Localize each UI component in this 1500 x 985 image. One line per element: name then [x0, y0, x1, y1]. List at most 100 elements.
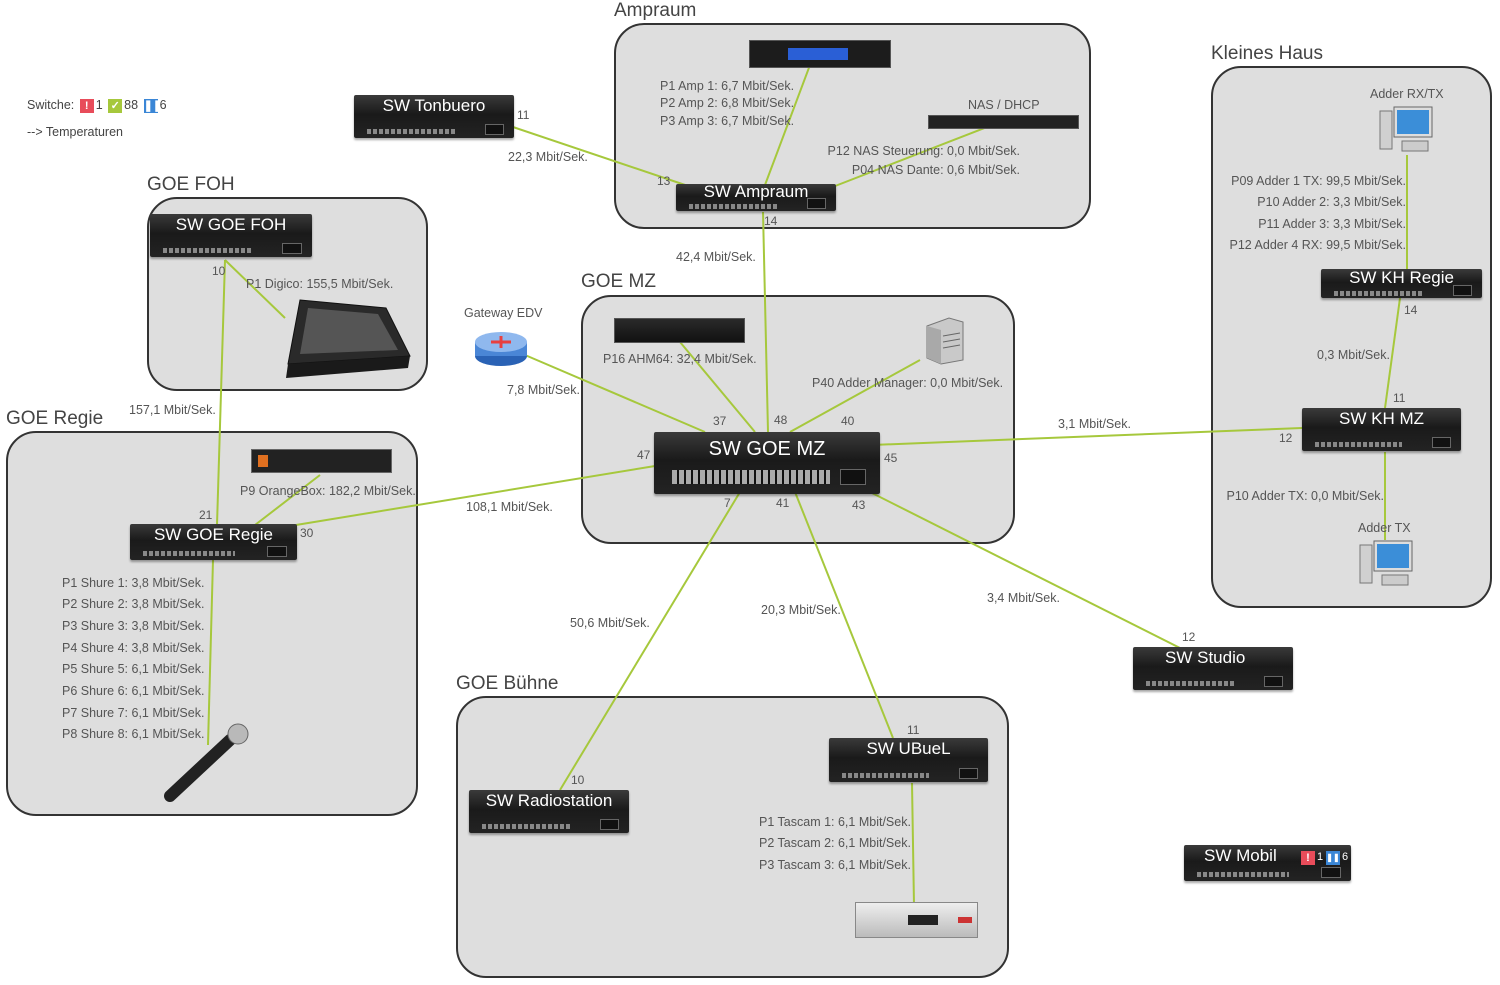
port-number: 7 — [724, 496, 731, 510]
nas-server-icon[interactable] — [928, 115, 1079, 129]
adder-rxtx-label: Adder RX/TX — [1370, 87, 1444, 101]
switch-radiostation[interactable]: SW Radiostation — [469, 790, 629, 833]
port-number: 47 — [637, 448, 651, 462]
gateway-label: Gateway EDV — [464, 306, 543, 320]
mixing-console-icon[interactable] — [278, 298, 412, 384]
port-number: 11 — [907, 723, 920, 737]
port-number: 10 — [212, 264, 226, 278]
pause-icon[interactable]: ❚❚ — [1326, 851, 1340, 865]
link-line-tonbuero — [512, 126, 701, 191]
ahm-processor-icon[interactable] — [614, 318, 745, 343]
link-line-radiostation — [559, 491, 741, 791]
link-line-kh-mz — [871, 427, 1303, 446]
switch-ports — [688, 204, 777, 209]
link-line-ubuel — [794, 491, 894, 739]
tascam-port-label: P2 Tascam 2: 6,1 Mbit/Sek. — [759, 836, 911, 850]
kh-regie-port-label: P11 Adder 3: 3,3 Mbit/Sek. — [1258, 217, 1406, 231]
foh-port-label: P1 Digico: 155,5 Mbit/Sek. — [246, 277, 394, 291]
server-tower-icon[interactable] — [925, 314, 965, 365]
checkmark-icon[interactable]: ✓ — [108, 98, 123, 113]
port-number: 30 — [300, 526, 314, 540]
port-number: 14 — [1404, 303, 1418, 317]
link-line-gateway — [524, 354, 706, 433]
link-label-radiostation: 50,6 Mbit/Sek. — [570, 616, 650, 630]
port-number: 45 — [884, 451, 898, 465]
exclamation-icon[interactable]: ! — [79, 98, 94, 113]
power-socket-icon — [282, 243, 303, 254]
switch-mobil-error-count: 1 — [1317, 851, 1324, 863]
amp-port-label: P1 Amp 1: 6,7 Mbit/Sek. — [660, 79, 795, 93]
power-socket-icon — [266, 546, 287, 557]
link-line-kh-regie-mz — [1384, 297, 1401, 409]
zone-title-goe-buehne: GOE Bühne — [456, 673, 559, 694]
zone-title-goe-mz: GOE MZ — [581, 271, 656, 292]
switch-ports — [162, 248, 253, 253]
switch-goe-mz-label: SW GOE MZ — [708, 438, 826, 460]
switch-ports — [1145, 681, 1234, 686]
link-line-nas — [829, 121, 1001, 189]
kh-regie-port-label: P10 Adder 2: 3,3 Mbit/Sek. — [1257, 195, 1406, 209]
switch-studio-label: SW Studio — [1165, 648, 1246, 667]
computer-icon[interactable] — [1358, 537, 1414, 589]
port-number: 10 — [571, 773, 585, 787]
link-line-ahm — [679, 341, 756, 433]
zone-title-goe-regie: GOE Regie — [6, 408, 104, 429]
switch-tonbuero[interactable]: SW Tonbuero — [354, 95, 514, 138]
port-number: 14 — [764, 214, 778, 228]
switch-ampraum-label: SW Ampraum — [703, 182, 809, 201]
link-line-regie-mz — [295, 465, 656, 526]
port-number: 12 — [1279, 431, 1293, 445]
link-label-tonbuero: 22,3 Mbit/Sek. — [508, 150, 588, 164]
link-label-regie-mz: 108,1 Mbit/Sek. — [466, 500, 553, 514]
zone-title-ampraum: Ampraum — [614, 0, 697, 21]
router-icon[interactable] — [474, 328, 529, 368]
computer-icon[interactable] — [1378, 103, 1434, 155]
port-number: 37 — [713, 414, 727, 428]
switch-goe-mz[interactable]: SW GOE MZ — [654, 432, 880, 494]
power-socket-icon — [1431, 437, 1452, 448]
switch-ports — [841, 773, 930, 778]
switch-goe-regie-label: SW GOE Regie — [153, 525, 274, 544]
switch-ports — [366, 129, 455, 134]
amp-port-label: P2 Amp 2: 6,8 Mbit/Sek. — [660, 96, 795, 110]
shure-port-label: P7 Shure 7: 6,1 Mbit/Sek. — [62, 706, 205, 720]
temperatures-link[interactable]: --> Temperaturen — [27, 125, 123, 139]
switch-goe-foh[interactable]: SW GOE FOH — [150, 214, 312, 257]
exclamation-icon[interactable]: ! — [1301, 851, 1315, 865]
link-line-adder-manager — [789, 359, 921, 433]
tascam-recorder-icon[interactable] — [855, 902, 978, 938]
shure-port-label: P4 Shure 4: 3,8 Mbit/Sek. — [62, 641, 205, 655]
link-line-foh-regie — [216, 259, 226, 526]
switch-ubuel[interactable]: SW UBueL — [829, 738, 988, 782]
switch-ports — [481, 824, 570, 829]
shure-port-label: P6 Shure 6: 6,1 Mbit/Sek. — [62, 684, 205, 698]
nas-label: NAS / DHCP — [968, 98, 1040, 112]
mz-ahm-port-label: P16 AHM64: 32,4 Mbit/Sek. — [603, 352, 757, 366]
switch-mobil[interactable]: SW Mobil ! 1 ❚❚ 6 — [1184, 845, 1351, 881]
zone-title-goe-foh: GOE FOH — [147, 174, 235, 195]
switch-ports — [143, 551, 236, 556]
switch-ports — [1197, 872, 1290, 877]
switch-kh-regie[interactable]: SW KH Regie — [1321, 268, 1482, 298]
link-label-ampraum-mz: 42,4 Mbit/Sek. — [676, 250, 756, 264]
switch-goe-regie[interactable]: SW GOE Regie — [130, 524, 297, 560]
switch-studio[interactable]: SW Studio — [1133, 647, 1293, 690]
switch-ampraum[interactable]: SW Ampraum — [676, 182, 836, 211]
legend-error-count: 1 — [95, 98, 103, 112]
orangebox-icon[interactable] — [251, 449, 392, 473]
wireless-microphone-icon[interactable] — [160, 722, 252, 804]
link-label-ubuel: 20,3 Mbit/Sek. — [761, 603, 841, 617]
shure-port-label: P3 Shure 3: 3,8 Mbit/Sek. — [62, 619, 205, 633]
tascam-port-label: P1 Tascam 1: 6,1 Mbit/Sek. — [759, 815, 911, 829]
pause-icon[interactable]: ❚❚ — [143, 98, 162, 113]
power-socket-icon — [1263, 676, 1284, 687]
amplifier-icon[interactable] — [749, 40, 891, 68]
power-socket-icon — [599, 819, 620, 830]
switch-kh-mz[interactable]: SW KH MZ — [1302, 408, 1461, 451]
port-number: 21 — [199, 508, 213, 522]
kh-regie-port-label: P09 Adder 1 TX: 99,5 Mbit/Sek. — [1231, 174, 1406, 188]
shure-port-label: P1 Shure 1: 3,8 Mbit/Sek. — [62, 576, 205, 590]
link-line-shure — [207, 559, 214, 746]
regie-orangebox-port-label: P9 OrangeBox: 182,2 Mbit/Sek. — [240, 484, 416, 498]
